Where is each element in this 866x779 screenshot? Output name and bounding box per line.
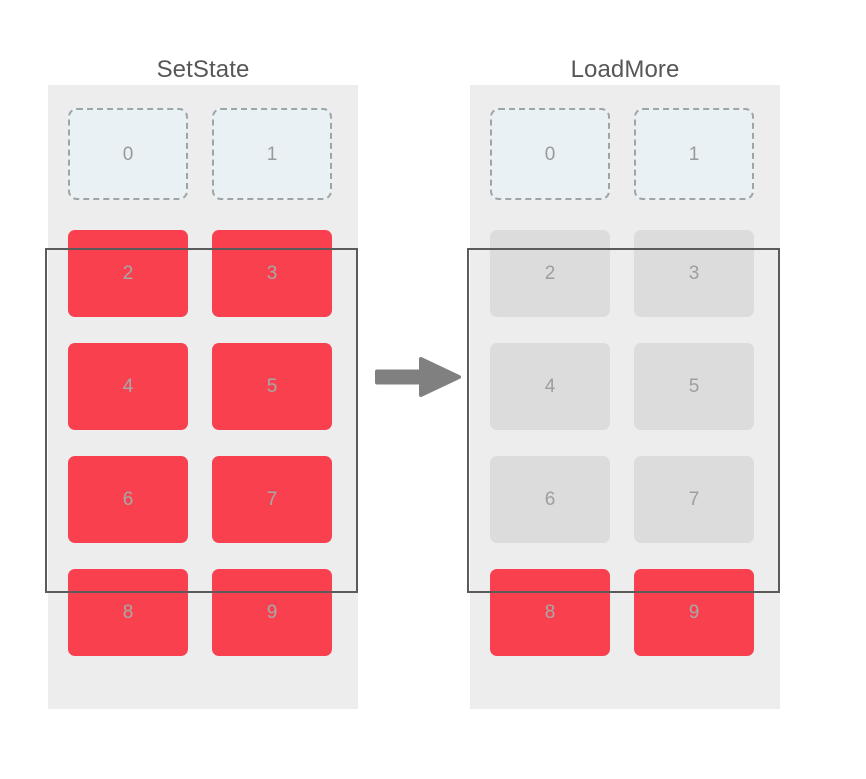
- list-item[interactable]: 7: [634, 456, 754, 543]
- list-item-label: 7: [688, 489, 700, 510]
- list-item-label: 8: [122, 602, 134, 623]
- panel-setstate: SetState 0 1 2 3 4 5: [48, 0, 358, 779]
- list-item-label: 8: [544, 602, 556, 623]
- list-item-label: 3: [266, 263, 278, 284]
- list-item[interactable]: 8: [490, 569, 610, 656]
- list-item-label: 0: [122, 143, 134, 165]
- list-item[interactable]: 0: [68, 108, 188, 200]
- list-item-label: 1: [266, 143, 278, 165]
- list-item-label: 7: [266, 489, 278, 510]
- list-item-label: 4: [122, 376, 134, 397]
- list-item[interactable]: 4: [68, 343, 188, 430]
- list-item[interactable]: 6: [490, 456, 610, 543]
- list-item[interactable]: 6: [68, 456, 188, 543]
- list-item-label: 6: [544, 489, 556, 510]
- list-item[interactable]: 2: [490, 230, 610, 317]
- panel-body-loadmore: 0 1 2 3 4 5 6 7: [470, 85, 780, 709]
- list-item[interactable]: 8: [68, 569, 188, 656]
- list-item-label: 2: [544, 263, 556, 284]
- list-item[interactable]: 9: [634, 569, 754, 656]
- list-item[interactable]: 7: [212, 456, 332, 543]
- panel-loadmore: LoadMore 0 1 2 3 4 5: [470, 0, 780, 779]
- list-item[interactable]: 5: [634, 343, 754, 430]
- list-item-label: 1: [688, 143, 700, 165]
- list-item-label: 6: [122, 489, 134, 510]
- list-item[interactable]: 9: [212, 569, 332, 656]
- list-item-label: 3: [688, 263, 700, 284]
- list-item[interactable]: 2: [68, 230, 188, 317]
- list-item[interactable]: 4: [490, 343, 610, 430]
- list-item-label: 9: [266, 602, 278, 623]
- list-item-label: 0: [544, 143, 556, 165]
- list-item[interactable]: 0: [490, 108, 610, 200]
- list-item[interactable]: 3: [212, 230, 332, 317]
- panel-title-setstate: SetState: [156, 56, 250, 83]
- list-item[interactable]: 1: [212, 108, 332, 200]
- list-item-label: 5: [266, 376, 278, 397]
- panel-body-setstate: 0 1 2 3 4 5 6 7: [48, 85, 358, 709]
- panel-title-loadmore: LoadMore: [570, 56, 680, 83]
- list-item-label: 5: [688, 376, 700, 397]
- list-item[interactable]: 3: [634, 230, 754, 317]
- list-item-label: 9: [688, 602, 700, 623]
- list-item[interactable]: 5: [212, 343, 332, 430]
- list-item[interactable]: 1: [634, 108, 754, 200]
- list-item-label: 4: [544, 376, 556, 397]
- right-arrow-icon: [375, 355, 463, 399]
- list-item-label: 2: [122, 263, 134, 284]
